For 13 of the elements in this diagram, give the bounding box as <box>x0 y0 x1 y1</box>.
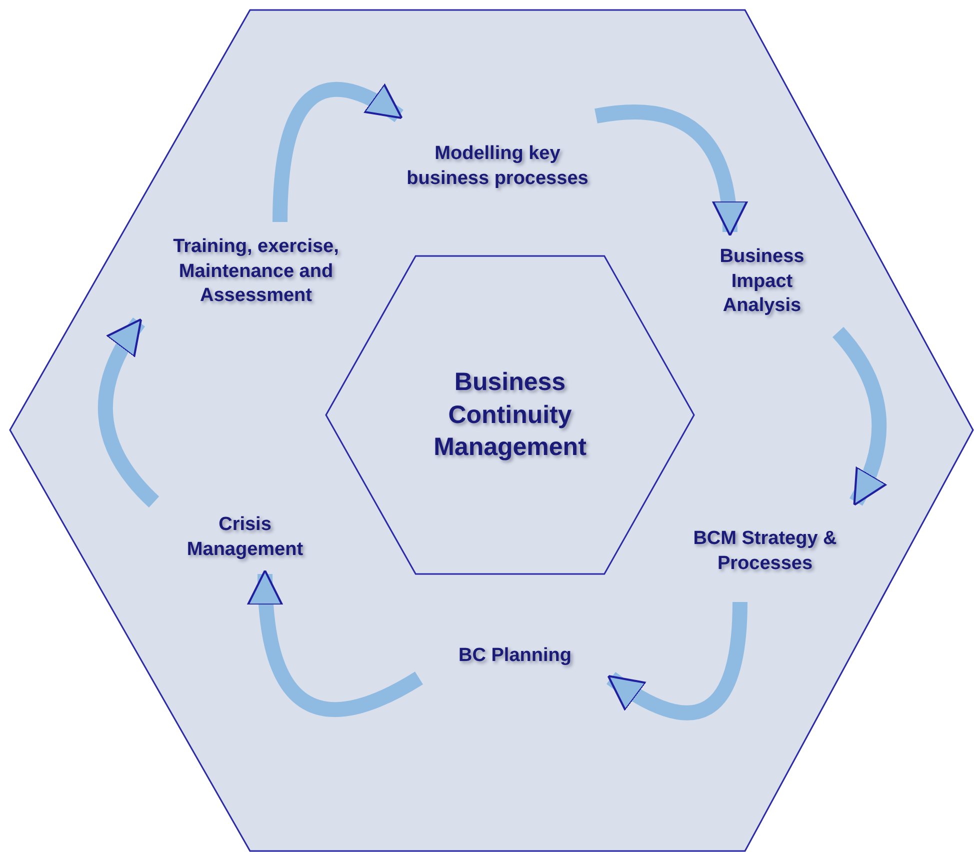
stage-label: BC Planning <box>425 640 605 672</box>
arrow <box>606 602 748 720</box>
arrow <box>272 82 404 222</box>
arrow <box>98 318 160 508</box>
center-title: Business Continuity Management <box>432 367 588 464</box>
arrow <box>594 104 747 236</box>
stage-label: Crisis Management <box>160 508 330 568</box>
stage-label: Business Impact Analysis <box>692 238 832 326</box>
stage-label: BCM Strategy & Processes <box>680 508 850 596</box>
arrow <box>832 327 887 506</box>
arrow <box>248 570 423 717</box>
stage-label: Modelling key business processes <box>405 122 590 212</box>
stage-label: Training, exercise, Maintenance and Assessment <box>145 228 367 316</box>
